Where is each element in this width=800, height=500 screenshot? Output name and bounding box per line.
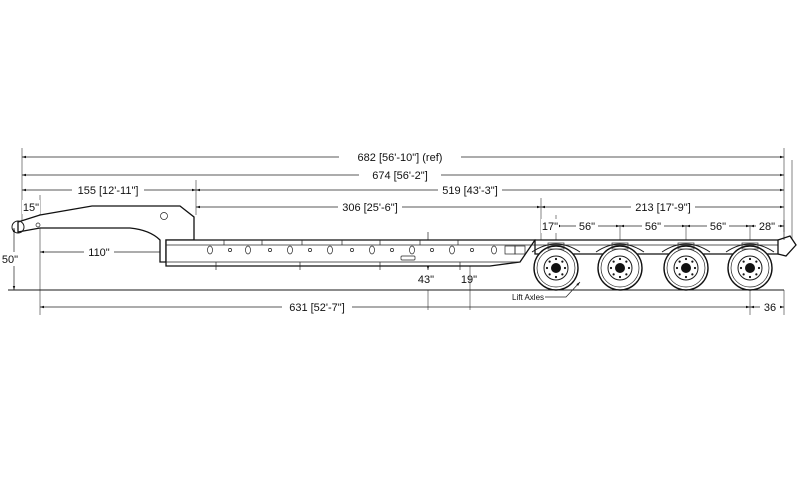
axle-spacing-2-label: 56"	[645, 221, 661, 233]
tie-down-hole	[268, 248, 272, 252]
gooseneck	[17, 205, 195, 263]
wheel	[595, 242, 645, 291]
lift-axles-label: Lift Axles	[512, 293, 544, 302]
stake-pocket	[449, 245, 455, 255]
deck-height-front-label: 43"	[418, 274, 434, 286]
deck-tie-downs	[207, 240, 497, 270]
kingpin-hitch	[11, 220, 25, 234]
stake-pocket	[207, 245, 213, 255]
tie-down-hole	[350, 248, 354, 252]
height-label: 50"	[2, 254, 18, 266]
axle-spacing-1-label: 56"	[579, 221, 595, 233]
overall-ref-label: 682 [56'-10"] (ref)	[358, 152, 443, 164]
rear-bumper-label: 36	[764, 302, 776, 314]
rear-bumper	[777, 235, 797, 257]
axle-spacing-3-label: 56"	[710, 221, 726, 233]
kingpin-setback-label: 15"	[23, 202, 39, 214]
axle-group	[531, 242, 775, 291]
deck-and-rear-label: 519 [43'-3"]	[442, 185, 498, 197]
rear-group-label: 213 [17'-9"]	[635, 202, 691, 214]
tie-down-hole	[308, 248, 312, 252]
wheel	[725, 242, 775, 291]
tie-down-hole	[390, 248, 394, 252]
trailer-body	[11, 205, 797, 267]
deck-height-rear-label: 19"	[461, 274, 477, 286]
kingpin-to-axle-label: 631 [52'-7"]	[289, 302, 345, 314]
stake-pocket	[287, 245, 293, 255]
overall-length-label: 674 [56'-2"]	[372, 170, 428, 182]
lift-axles-leader	[545, 281, 581, 298]
tie-down-hole	[470, 248, 474, 252]
wheel	[661, 242, 711, 291]
tie-down-hole	[228, 248, 232, 252]
rear-overhang-label: 28"	[759, 221, 775, 233]
axle-lead-label: 17"	[542, 221, 558, 233]
stake-pocket	[327, 245, 333, 255]
wheel	[531, 242, 581, 291]
stake-pocket	[369, 245, 375, 255]
neck-drop-label: 110"	[88, 247, 110, 259]
tie-down-hole	[430, 248, 434, 252]
stake-pocket	[409, 245, 415, 255]
dimension-labels: 682 [56'-10"] (ref) 674 [56'-2"] 155 [12…	[0, 150, 780, 314]
stake-pocket	[491, 245, 497, 255]
gooseneck-length-label: 155 [12'-11"]	[78, 185, 139, 197]
stake-pocket	[245, 245, 251, 255]
deck-length-label: 306 [25'-6"]	[342, 202, 398, 214]
